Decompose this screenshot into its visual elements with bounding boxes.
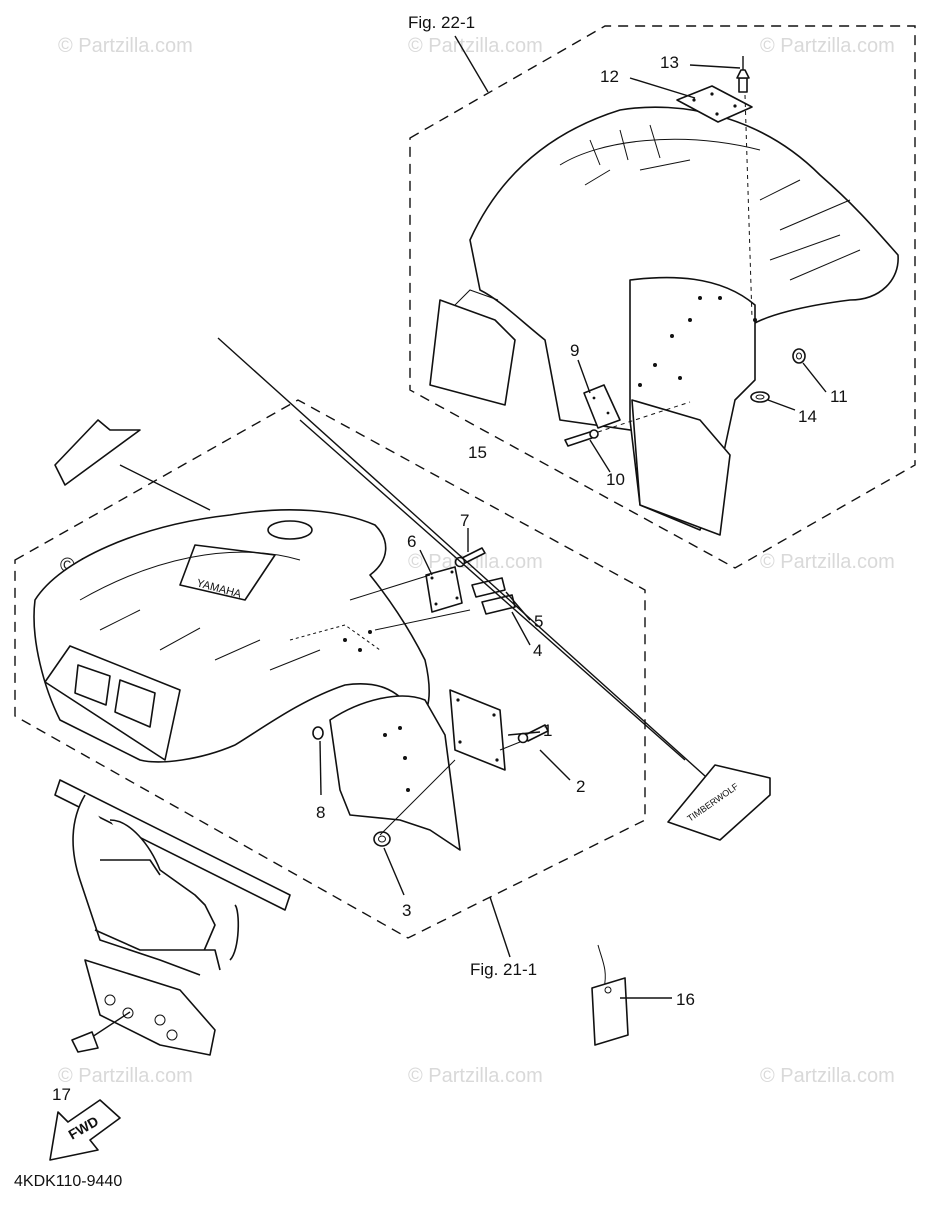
rivet-axis (597, 401, 691, 433)
yamaha-emblem (179, 544, 276, 601)
tank-cap (267, 520, 313, 540)
watermark: © Partzilla.com (58, 1065, 193, 1087)
decal-leaders (119, 337, 716, 786)
part-9-plate (583, 384, 621, 429)
rear-right-mudflap (631, 399, 731, 536)
rivet-axis (744, 94, 753, 319)
part-8-grommet (312, 726, 324, 740)
callout-labels: 1 2 3 4 5 6 7 8 9 10 11 12 13 14 15 16 1… (52, 53, 848, 1104)
front-fender-boundary (14, 399, 646, 939)
callout-7: 7 (460, 511, 469, 530)
callout-4: 4 (533, 641, 542, 660)
callout-10: 10 (606, 470, 625, 489)
callout-5: 5 (534, 612, 543, 631)
part-4-pad (481, 594, 516, 615)
timberwolf-decal: TIMBERWOLF (667, 764, 771, 841)
fender-pad-lines (759, 179, 861, 281)
part-11-grommet (792, 348, 806, 364)
part-3-washer (373, 831, 391, 847)
callout-6: 6 (407, 532, 416, 551)
callout-leaders (319, 64, 827, 999)
fwd-arrow: FWD (49, 1099, 121, 1161)
part-5-pad (471, 577, 506, 598)
fig-ref-lower: Fig. 21-1 (470, 960, 537, 979)
fender-holes (638, 296, 757, 387)
watermark: © Partzilla.com (760, 35, 895, 57)
callout-14: 14 (798, 407, 817, 426)
fender-ridge (559, 138, 761, 166)
warning-decal-arrow (54, 419, 141, 486)
front-fender-group: Fig. 21-1 YAMAHA (14, 399, 646, 979)
callout-16: 16 (676, 990, 695, 1009)
part-17-leader (91, 1011, 131, 1038)
callout-17: 17 (52, 1085, 71, 1104)
diagram-code: 4KDK110-9440 (14, 1173, 122, 1190)
headlight-left (74, 664, 111, 706)
part-14-washer (750, 391, 770, 403)
callout-3: 3 (402, 901, 411, 920)
callout-11: 11 (830, 387, 848, 406)
fig-ref-upper: Fig. 22-1 (408, 13, 475, 32)
part-17-decal (71, 1031, 99, 1053)
callout-15: 15 (468, 443, 487, 462)
callout-1: 1 (543, 721, 552, 740)
callout-9: 9 (570, 341, 579, 360)
front-mudflap (329, 695, 461, 851)
headlight-right (114, 679, 156, 728)
fender-ridge-lines (584, 124, 691, 186)
callout-8: 8 (316, 803, 325, 822)
part-6-plate (425, 566, 463, 613)
callout-2: 2 (576, 777, 585, 796)
skid-plate (84, 959, 216, 1056)
watermark: © Partzilla.com (760, 1065, 895, 1087)
part-13-rivet (736, 56, 750, 93)
watermark: © Partzilla.com (408, 1065, 543, 1087)
part-10-rivet (564, 429, 599, 447)
fig-ref-upper-leader (454, 35, 489, 93)
skid-plate-holes (104, 994, 178, 1041)
rear-left-mudflap (429, 299, 516, 406)
mudflap-edge (454, 289, 499, 306)
watermark: © Partzilla.com (58, 35, 193, 57)
part-16-tag (591, 944, 629, 1046)
mudflap-holes (343, 630, 410, 792)
callout-12: 12 (600, 67, 619, 86)
part-1-plate (449, 689, 506, 771)
rear-fender-group: Fig. 22-1 (408, 13, 916, 569)
front-bumper (54, 779, 291, 976)
watermark: © Partzilla.com (408, 35, 543, 57)
front-fender-ridges (79, 551, 321, 671)
watermark: © Partzilla.com (408, 551, 543, 573)
watermark: © Partzilla.com (760, 551, 895, 573)
part-12-plate (676, 85, 753, 123)
fig-ref-lower-leader (489, 896, 511, 958)
rear-fender-boundary (409, 25, 916, 569)
callout-13: 13 (660, 53, 679, 72)
